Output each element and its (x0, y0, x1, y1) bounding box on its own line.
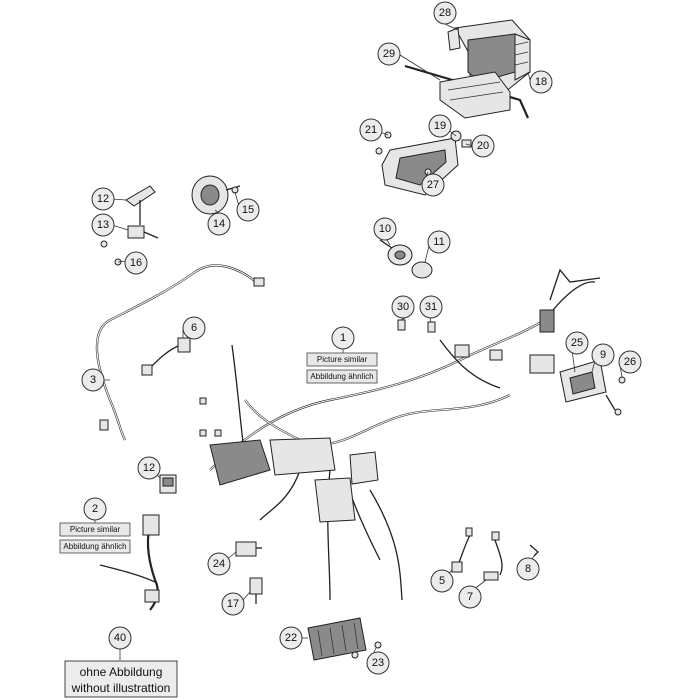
battery-holder-part (404, 64, 530, 119)
callout-2[interactable]: 2 (83, 497, 107, 521)
no-illustration-line1: ohne Abbildung (80, 665, 163, 679)
svg-text:26: 26 (624, 356, 636, 368)
callout-1[interactable]: 1 (331, 326, 355, 350)
svg-text:9: 9 (600, 349, 606, 361)
no-illustration-box: ohne Abbildung without illustrattion (64, 660, 178, 698)
callout-40[interactable]: 40 (108, 626, 132, 650)
connector-part-24 (235, 541, 262, 557)
callout-23[interactable]: 23 (366, 651, 390, 675)
note-picture-similar-1: Picture similar (317, 355, 368, 364)
callout-30[interactable]: 30 (391, 295, 415, 319)
svg-text:3: 3 (90, 374, 96, 386)
leader-lines (94, 23, 623, 660)
svg-text:12: 12 (143, 462, 155, 474)
svg-text:8: 8 (525, 563, 531, 575)
svg-text:13: 13 (97, 219, 109, 231)
sensor-bracket-part (100, 185, 159, 266)
callout-29[interactable]: 29 (377, 42, 401, 66)
callout-27[interactable]: 27 (421, 173, 445, 197)
clip-part-8 (529, 544, 539, 557)
horn-part (191, 175, 241, 215)
cable-part-6 (141, 337, 191, 376)
svg-text:11: 11 (433, 236, 444, 248)
callout-14[interactable]: 14 (207, 212, 231, 236)
note-abbildung-aehnlich-2: Abbildung ähnlich (63, 542, 126, 551)
callout-3[interactable]: 3 (81, 368, 105, 392)
svg-text:2: 2 (92, 503, 98, 515)
svg-text:25: 25 (571, 337, 583, 349)
callout-19[interactable]: 19 (428, 114, 452, 138)
callout-10[interactable]: 10 (373, 217, 397, 241)
note-box-part-1: Picture similar Abbildung ähnlich (306, 352, 378, 384)
callout-25[interactable]: 25 (565, 331, 589, 355)
svg-text:40: 40 (114, 632, 126, 644)
svg-text:15: 15 (242, 204, 254, 216)
ignition-lock-part (379, 239, 433, 279)
callout-28[interactable]: 28 (433, 1, 457, 25)
svg-text:10: 10 (379, 223, 391, 235)
callout-21[interactable]: 21 (359, 118, 383, 142)
svg-text:5: 5 (439, 575, 445, 587)
callout-11[interactable]: 11 (427, 230, 451, 254)
svg-text:1: 1 (340, 332, 346, 344)
svg-text:18: 18 (535, 76, 547, 88)
note-box-part-2: Picture similar Abbildung ähnlich (59, 522, 131, 554)
main-wiring-harness-part (199, 268, 601, 601)
fuse-parts (397, 319, 436, 333)
svg-text:28: 28 (439, 7, 451, 19)
relay-part (159, 474, 177, 494)
callout-16[interactable]: 16 (124, 251, 148, 275)
plug-part-17 (249, 577, 263, 604)
callout-13[interactable]: 13 (91, 213, 115, 237)
callout-31[interactable]: 31 (419, 295, 443, 319)
svg-text:30: 30 (397, 301, 409, 313)
sensor-cable-part-5 (451, 527, 473, 573)
battery-box-part (447, 19, 531, 93)
cable-part-3 (95, 264, 265, 441)
callout-22[interactable]: 22 (279, 626, 303, 650)
callout-12-top[interactable]: 12 (91, 187, 115, 211)
svg-text:12: 12 (97, 193, 109, 205)
svg-text:16: 16 (130, 257, 142, 269)
callout-9[interactable]: 9 (591, 343, 615, 367)
callout-7[interactable]: 7 (458, 585, 482, 609)
svg-text:19: 19 (434, 120, 446, 132)
relay-holder-part (559, 359, 626, 416)
svg-text:14: 14 (213, 218, 225, 230)
svg-text:20: 20 (477, 140, 489, 152)
callout-15[interactable]: 15 (236, 198, 260, 222)
callout-17[interactable]: 17 (221, 592, 245, 616)
svg-text:6: 6 (191, 322, 197, 334)
no-illustration-line2: without illustrattion (71, 681, 171, 695)
svg-text:24: 24 (213, 558, 225, 570)
note-picture-similar-2: Picture similar (70, 525, 121, 534)
svg-text:23: 23 (372, 657, 384, 669)
callout-26[interactable]: 26 (618, 350, 642, 374)
svg-text:17: 17 (227, 598, 239, 610)
callout-6[interactable]: 6 (182, 316, 206, 340)
callout-12-lower[interactable]: 12 (137, 456, 161, 480)
svg-text:31: 31 (425, 301, 437, 313)
svg-text:21: 21 (365, 124, 377, 136)
sensor-cable-part-7 (483, 531, 503, 581)
callout-8[interactable]: 8 (516, 557, 540, 581)
callout-18[interactable]: 18 (529, 70, 553, 94)
regulator-part (307, 617, 382, 661)
callout-20[interactable]: 20 (471, 134, 495, 158)
callout-5[interactable]: 5 (430, 569, 454, 593)
svg-text:7: 7 (467, 591, 473, 603)
note-abbildung-aehnlich-1: Abbildung ähnlich (310, 372, 373, 381)
sub-harness-part-2 (99, 514, 160, 611)
svg-text:29: 29 (383, 48, 395, 60)
svg-text:27: 27 (427, 179, 439, 191)
svg-text:22: 22 (285, 632, 297, 644)
callout-24[interactable]: 24 (207, 552, 231, 576)
